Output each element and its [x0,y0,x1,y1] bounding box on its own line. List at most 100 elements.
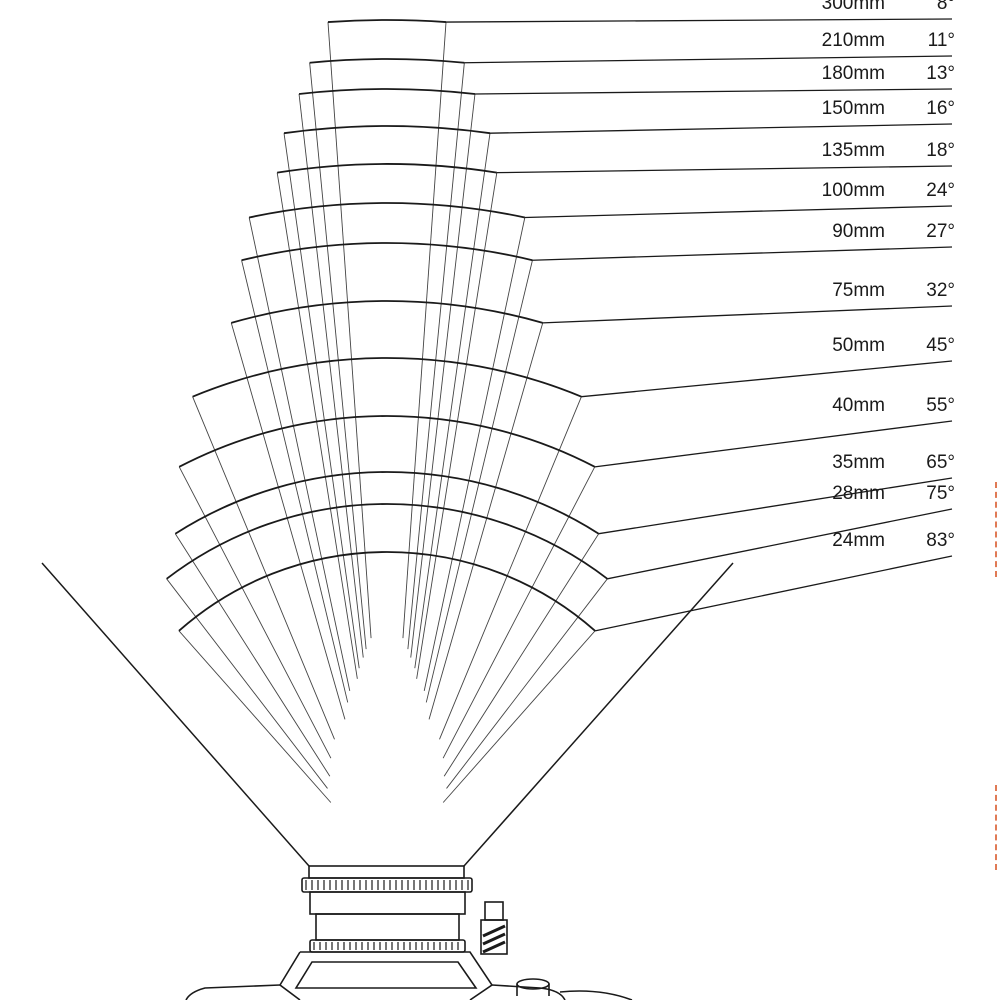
ray-right-28mm [446,578,608,789]
focal-length-label: 210mm [822,30,885,51]
leader-300mm [446,18,953,23]
top-plate-right [491,984,566,1000]
ray-right-100mm [423,217,526,691]
shutter-dial-side [516,984,550,996]
arc-50mm [192,357,582,398]
ray-left-24mm [178,630,332,803]
cone-edge-left [41,562,310,867]
top-plate-left [185,984,281,1000]
focus-ring [301,877,473,893]
focal-length-label: 50mm [832,335,885,356]
arc-180mm [298,88,476,95]
focal-length-label: 135mm [822,140,885,161]
angle-of-view-label: 75° [926,483,955,504]
angle-of-view-label: 24° [926,180,955,201]
focal-length-label: 90mm [832,221,885,242]
ray-lines [41,22,734,867]
angle-of-view-label: 27° [926,221,955,242]
ray-right-50mm [439,396,582,740]
leader-40mm [594,420,953,468]
ray-left-300mm [327,22,372,639]
label-leader-lines [446,18,953,632]
ray-right-210mm [407,62,465,650]
ray-left-50mm [192,396,335,740]
page-edge-mark-upper [995,482,1000,577]
ray-left-135mm [276,172,358,679]
lens-barrel-upper [309,891,466,915]
focal-length-label: 75mm [832,280,885,301]
leader-24mm [594,555,953,632]
arc-75mm [231,300,543,324]
focal-length-label: 100mm [822,180,885,201]
ray-left-150mm [283,133,360,669]
flash-tower [480,919,508,955]
arc-90mm [241,242,533,262]
angle-of-view-label: 65° [926,452,955,473]
ray-right-35mm [443,533,600,777]
ray-right-180mm [410,93,476,658]
ray-right-150mm [414,133,491,669]
ray-right-300mm [402,22,447,639]
focal-length-label: 300mm [822,0,885,14]
aperture-ring [309,939,466,953]
ray-left-180mm [298,93,364,658]
ray-left-90mm [241,260,349,703]
arc-100mm [248,202,526,219]
arc-40mm [178,415,596,468]
leader-90mm [532,246,953,261]
ray-left-100mm [248,217,351,691]
leader-100mm [524,205,953,219]
ray-left-28mm [166,578,328,789]
arc-300mm [327,19,447,23]
ray-left-40mm [178,466,332,759]
angle-of-view-label: 18° [926,140,955,161]
page-edge-mark-lower [995,785,1000,870]
cone-edge-right [463,562,734,867]
focal-length-label: 35mm [832,452,885,473]
ray-left-75mm [230,322,346,720]
focal-length-label: 28mm [832,483,885,504]
leader-210mm [464,55,953,64]
ray-right-90mm [425,260,533,703]
focal-length-label: 180mm [822,63,885,84]
angle-of-view-label: 32° [926,280,955,301]
ray-left-210mm [309,62,367,650]
lens-front-ring [308,865,465,879]
flash-tower-grip [482,924,506,954]
leader-150mm [489,123,953,134]
aperture-ring-knurling [313,942,459,950]
focal-length-label: 40mm [832,395,885,416]
arc-35mm [174,471,600,535]
focal-length-label: 24mm [832,530,885,551]
arc-28mm [166,503,608,580]
focus-ring-knurling [305,880,469,890]
angle-of-view-label: 55° [926,395,955,416]
leader-28mm [607,508,953,580]
angle-arcs [166,19,608,632]
angle-of-view-label: 8° [937,0,955,14]
arc-210mm [309,58,465,64]
arc-24mm [178,551,596,632]
ray-right-24mm [442,630,596,803]
angle-of-view-label: 45° [926,335,955,356]
leader-50mm [581,360,953,398]
ray-right-135mm [416,172,498,679]
leader-135mm [496,165,953,174]
prism-face [294,961,478,989]
ray-left-35mm [174,533,331,777]
lens-barrel-lower [315,913,460,941]
flash-tower-top [484,901,504,921]
angle-of-view-label: 16° [926,98,955,119]
angle-of-view-label: 13° [926,63,955,84]
pentaprism-housing [278,951,494,1000]
leader-75mm [542,305,953,324]
top-plate-right-edge [559,990,633,1000]
arc-135mm [277,163,497,174]
leader-35mm [598,477,953,535]
ray-right-40mm [442,466,596,759]
angle-of-view-label: 83° [926,530,955,551]
leader-180mm [474,88,953,95]
